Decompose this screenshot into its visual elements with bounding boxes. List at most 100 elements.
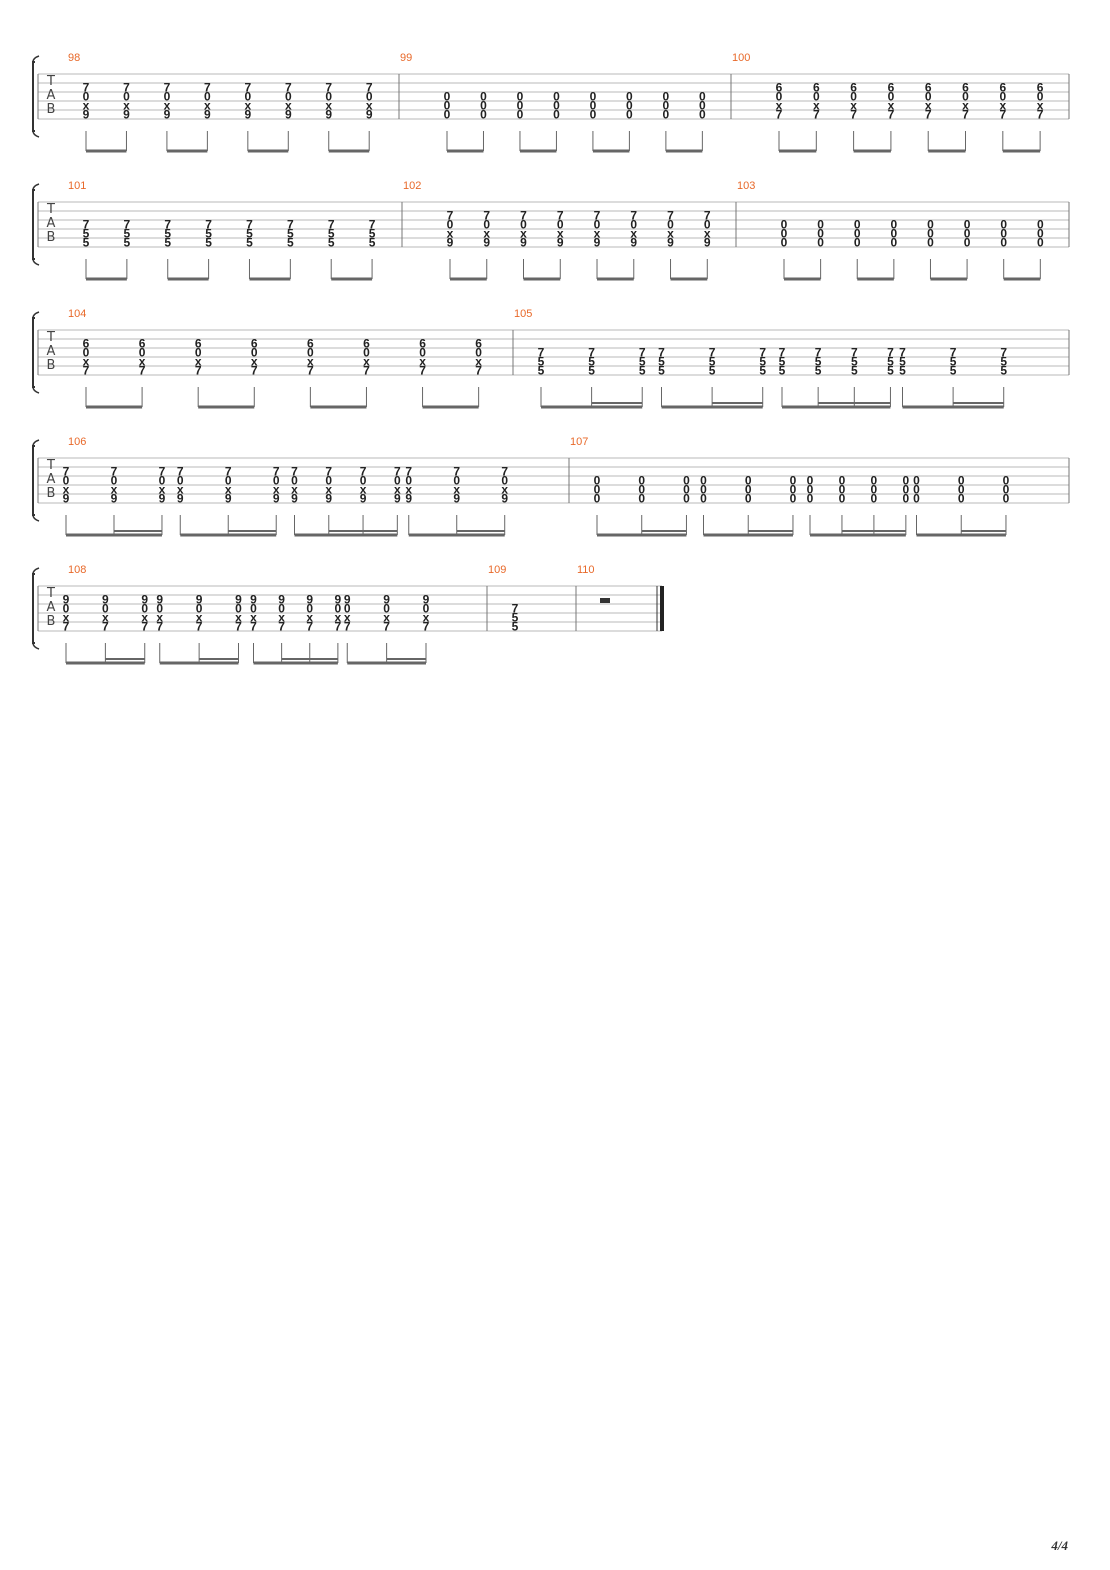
fret-number: x xyxy=(383,611,390,625)
fret-number: 0 xyxy=(638,474,645,488)
fret-number: 7 xyxy=(383,620,390,634)
fret-number: 0 xyxy=(306,602,313,616)
fret-number: 6 xyxy=(307,337,314,351)
fret-number: x xyxy=(141,611,148,625)
fret-number: 9 xyxy=(164,108,171,122)
fret-number: x xyxy=(250,611,257,625)
fret-number: 5 xyxy=(124,227,131,241)
fret-number: 0 xyxy=(699,108,706,122)
fret-number: 0 xyxy=(1000,236,1007,250)
fret-number: x xyxy=(501,483,508,497)
fret-number: 5 xyxy=(369,236,376,250)
fret-number: 0 xyxy=(1037,90,1044,104)
fret-number: 0 xyxy=(235,602,242,616)
fret-number: 7 xyxy=(363,364,370,378)
fret-number: x xyxy=(366,99,373,113)
fret-number: 0 xyxy=(807,474,814,488)
fret-number: 0 xyxy=(553,108,560,122)
fret-number: x xyxy=(360,483,367,497)
fret-number: 5 xyxy=(538,364,545,378)
fret-number: 9 xyxy=(501,492,508,506)
fret-number: 0 xyxy=(517,108,524,122)
fret-number: 5 xyxy=(164,227,171,241)
fret-number: 5 xyxy=(83,227,90,241)
tab-clef-letter: T xyxy=(46,74,55,89)
fret-number: x xyxy=(273,483,280,497)
fret-number: 0 xyxy=(1037,218,1044,232)
fret-number: 7 xyxy=(83,81,90,95)
fret-number: 0 xyxy=(360,474,367,488)
measure-number: 98 xyxy=(68,52,80,64)
tab-clef-letter: B xyxy=(47,102,56,117)
fret-number: 7 xyxy=(588,346,595,360)
fret-number: 0 xyxy=(344,602,351,616)
tab-clef-letter: T xyxy=(46,458,55,473)
tab-clef-letter: A xyxy=(47,472,56,487)
fret-number: x xyxy=(83,99,90,113)
fret-number: 7 xyxy=(225,465,232,479)
system-bracket xyxy=(32,189,35,260)
fret-number: 0 xyxy=(156,602,163,616)
fret-number: 0 xyxy=(1037,236,1044,250)
fret-number: 6 xyxy=(888,81,895,95)
tab-clef-letter: B xyxy=(47,614,56,629)
measure-number: 103 xyxy=(737,180,755,192)
fret-number: 7 xyxy=(306,620,313,634)
fret-number: 0 xyxy=(790,474,797,488)
fret-number: 0 xyxy=(683,483,690,497)
fret-number: 0 xyxy=(683,474,690,488)
fret-number: x xyxy=(325,483,332,497)
measure-number: 102 xyxy=(403,180,421,192)
fret-number: x xyxy=(363,355,370,369)
fret-number: 7 xyxy=(658,346,665,360)
fret-number: x xyxy=(156,611,163,625)
fret-number: 7 xyxy=(779,346,786,360)
fret-number: 9 xyxy=(63,593,70,607)
fret-number: 6 xyxy=(962,81,969,95)
fret-number: 0 xyxy=(807,492,814,506)
fret-number: 0 xyxy=(776,90,783,104)
fret-number: 9 xyxy=(156,593,163,607)
fret-number: 9 xyxy=(483,236,490,250)
fret-number: 7 xyxy=(759,346,766,360)
fret-number: 0 xyxy=(745,492,752,506)
fret-number: x xyxy=(177,483,184,497)
fret-number: 0 xyxy=(517,90,524,104)
fret-number: 0 xyxy=(594,483,601,497)
fret-number: 0 xyxy=(553,99,560,113)
fret-number: 7 xyxy=(325,81,332,95)
bracket-hook xyxy=(32,386,40,394)
fret-number: x xyxy=(405,483,412,497)
fret-number: 0 xyxy=(278,602,285,616)
fret-number: 0 xyxy=(927,227,934,241)
fret-number: 9 xyxy=(405,492,412,506)
fret-number: 6 xyxy=(776,81,783,95)
fret-number: x xyxy=(278,611,285,625)
fret-number: 0 xyxy=(854,236,861,250)
fret-number: x xyxy=(594,227,601,241)
fret-number: 7 xyxy=(557,209,564,223)
fret-number: 0 xyxy=(745,483,752,497)
fret-number: 0 xyxy=(63,602,70,616)
fret-number: 7 xyxy=(360,465,367,479)
fret-number: 7 xyxy=(335,620,342,634)
fret-number: 7 xyxy=(538,346,545,360)
fret-number: x xyxy=(962,99,969,113)
fret-number: 0 xyxy=(888,90,895,104)
fret-number: 0 xyxy=(745,474,752,488)
fret-number: 5 xyxy=(328,236,335,250)
fret-number: 6 xyxy=(83,337,90,351)
fret-number: 9 xyxy=(704,236,711,250)
bracket-hook xyxy=(32,130,40,138)
fret-number: 5 xyxy=(887,355,894,369)
fret-number: 7 xyxy=(164,218,171,232)
fret-number: 5 xyxy=(205,236,212,250)
measure-number: 108 xyxy=(68,564,86,576)
fret-number: 0 xyxy=(225,474,232,488)
fret-number: 0 xyxy=(475,346,482,360)
fret-number: 0 xyxy=(419,346,426,360)
fret-number: 0 xyxy=(139,346,146,360)
fret-number: 7 xyxy=(159,465,166,479)
fret-number: 0 xyxy=(141,602,148,616)
fret-number: 0 xyxy=(817,227,824,241)
